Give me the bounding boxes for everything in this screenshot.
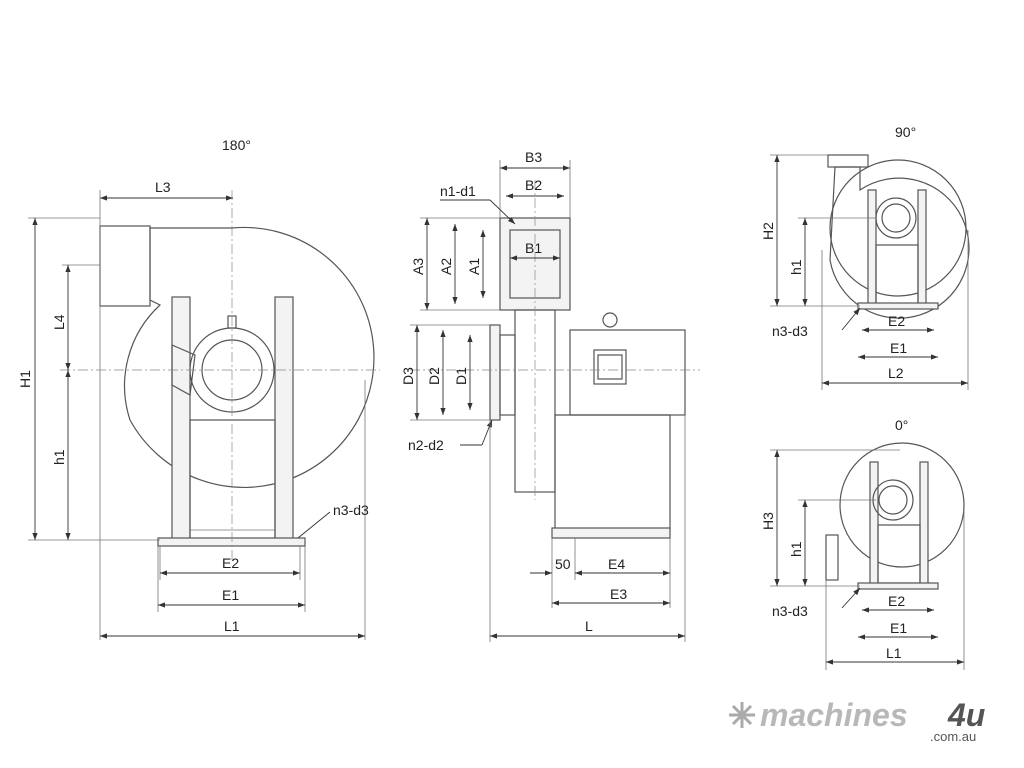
view-180: 180° L3 H1 L4 h1 n3-d3 E2 E1 L1 bbox=[17, 137, 380, 640]
base-plate bbox=[157, 537, 306, 547]
label-A1: A1 bbox=[466, 258, 482, 275]
label-L2: L2 bbox=[888, 365, 904, 381]
label-n3-d3-90: n3-d3 bbox=[772, 323, 808, 339]
outlet-duct bbox=[99, 225, 151, 307]
frame-leg-right bbox=[274, 296, 294, 541]
label-50: 50 bbox=[555, 556, 571, 572]
label-E3: E3 bbox=[610, 586, 627, 602]
label-D1: D1 bbox=[453, 367, 469, 385]
label-E2-0: E2 bbox=[888, 593, 905, 609]
label-H1: H1 bbox=[17, 370, 33, 388]
label-n3-d3-0: n3-d3 bbox=[772, 603, 808, 619]
scroll-housing bbox=[123, 226, 375, 489]
label-B3: B3 bbox=[525, 149, 542, 165]
logo-brand-num: 4u bbox=[947, 697, 985, 733]
label-E2: E2 bbox=[222, 555, 239, 571]
label-D3: D3 bbox=[400, 367, 416, 385]
label-L4: L4 bbox=[51, 314, 67, 330]
label-L1-0: L1 bbox=[886, 645, 902, 661]
label-E1: E1 bbox=[222, 587, 239, 603]
label-h1-90: h1 bbox=[788, 259, 804, 275]
label-E1-0: E1 bbox=[890, 620, 907, 636]
label-A3: A3 bbox=[410, 258, 426, 275]
view-90-title: 90° bbox=[895, 124, 916, 140]
frame-leg-left bbox=[171, 296, 191, 541]
view-180-title: 180° bbox=[222, 137, 251, 153]
watermark-logo: machines 4u .com.au bbox=[729, 697, 985, 744]
label-B2: B2 bbox=[525, 177, 542, 193]
label-L3: L3 bbox=[155, 179, 171, 195]
label-H3: H3 bbox=[760, 512, 776, 530]
label-D2: D2 bbox=[426, 367, 442, 385]
label-B1: B1 bbox=[525, 240, 542, 256]
view-front: B3 B2 n1-d1 B1 A3 A2 A1 D3 D2 D1 n2-d2 5… bbox=[400, 149, 700, 642]
logo-brand: machines bbox=[760, 697, 908, 733]
view-90: 90° H2 h1 n3-d3 E2 E1 L2 bbox=[760, 124, 970, 390]
snowflake-icon bbox=[729, 702, 755, 728]
label-L1: L1 bbox=[224, 618, 240, 634]
logo-domain: .com.au bbox=[930, 729, 976, 744]
label-n2-d2: n2-d2 bbox=[408, 437, 444, 453]
inlet-flange bbox=[489, 324, 501, 421]
label-h1-0: h1 bbox=[788, 541, 804, 557]
view-0: 0° H3 h1 n3-d3 E2 E1 L1 bbox=[760, 417, 965, 670]
view-0-title: 0° bbox=[895, 417, 908, 433]
label-H2: H2 bbox=[760, 222, 776, 240]
label-h1: h1 bbox=[51, 449, 67, 465]
label-n1-d1: n1-d1 bbox=[440, 183, 476, 199]
label-E4: E4 bbox=[608, 556, 625, 572]
label-E2-90: E2 bbox=[888, 313, 905, 329]
motor-body bbox=[569, 329, 686, 416]
label-n3-d3: n3-d3 bbox=[333, 502, 369, 518]
label-L: L bbox=[585, 618, 593, 634]
label-E1-90: E1 bbox=[890, 340, 907, 356]
label-A2: A2 bbox=[438, 258, 454, 275]
